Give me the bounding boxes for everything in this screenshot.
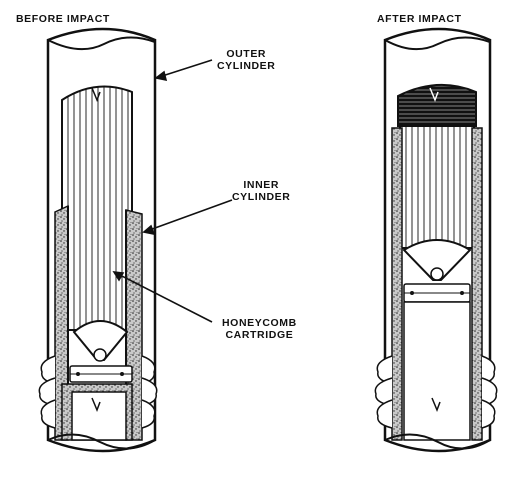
bellows-before bbox=[38, 355, 158, 429]
inner-cylinder-after bbox=[391, 127, 483, 441]
honeycomb-cartridge-label: HONEYCOMB CARTRIDGE bbox=[222, 317, 297, 341]
inner-cylinder-label-line2: CYLINDER bbox=[232, 191, 291, 203]
piston-after bbox=[402, 239, 472, 303]
bellows-after bbox=[374, 355, 498, 429]
after-impact-title: AFTER IMPACT bbox=[377, 13, 462, 25]
before-impact-drawing bbox=[38, 27, 158, 453]
honeycomb-cartridge-label-line2: CARTRIDGE bbox=[225, 329, 294, 341]
inner-cylinder-label: INNER CYLINDER bbox=[232, 179, 290, 203]
honeycomb-cartridge-label-line1: HONEYCOMB bbox=[222, 317, 297, 329]
before-impact-title: BEFORE IMPACT bbox=[16, 13, 110, 25]
inner-cylinder-label-line1: INNER bbox=[243, 179, 280, 191]
leader-arrows bbox=[112, 59, 233, 323]
piston-before bbox=[69, 320, 133, 383]
after-impact-drawing bbox=[374, 27, 498, 453]
honeycomb-cartridge-before bbox=[61, 85, 133, 331]
outer-cylinder-label: OUTER CYLINDER bbox=[217, 48, 275, 72]
outer-cylinder-label-line2: CYLINDER bbox=[217, 60, 276, 72]
outer-cylinder-label-line1: OUTER bbox=[226, 48, 267, 60]
